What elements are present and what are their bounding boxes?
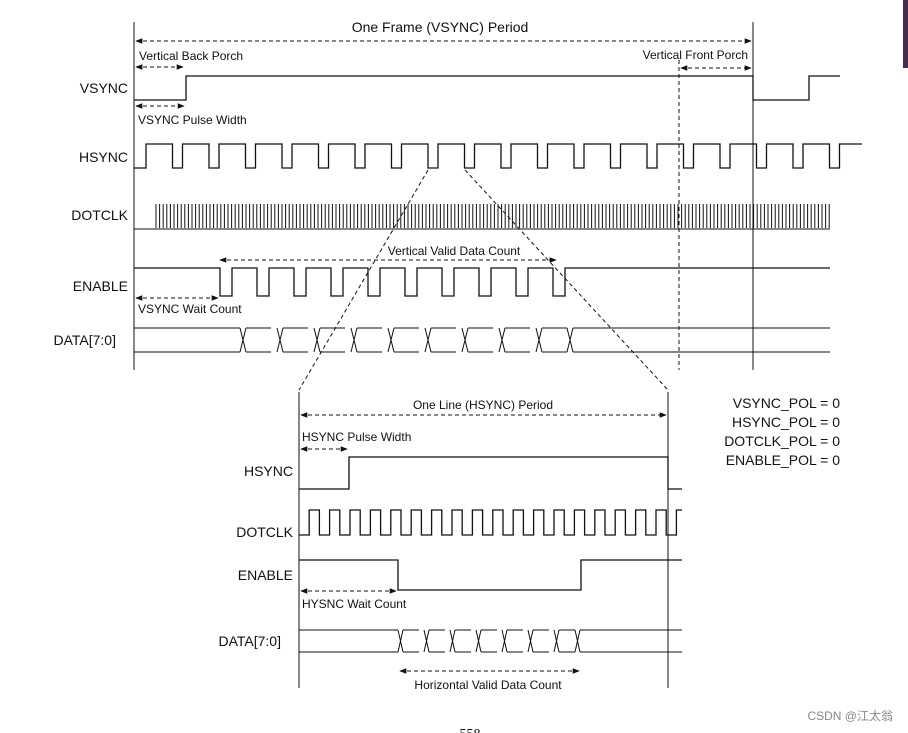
front-porch-label: Vertical Front Porch [643, 48, 748, 62]
data-signal-label: DATA[7:0] [53, 332, 116, 348]
hsync-waveform [134, 143, 862, 169]
line-period-label: One Line (HSYNC) Period [413, 398, 553, 412]
enable-waveform [134, 267, 830, 297]
zoom-line-left [298, 169, 429, 391]
vsync-pulse-width-label: VSYNC Pulse Width [138, 113, 247, 127]
vsync-wait-label: VSYNC Wait Count [138, 302, 242, 316]
polarity-vsync: VSYNC_POL = 0 [733, 395, 840, 411]
corner-accent [903, 0, 908, 68]
zoom-line-right [464, 169, 669, 391]
dotclk-waveform [134, 204, 830, 230]
polarity-hsync: HSYNC_POL = 0 [732, 414, 840, 430]
data-bus-waveform [134, 327, 830, 353]
vsync-signal-label: VSYNC [80, 80, 128, 96]
polarity-dotclk: DOTCLK_POL = 0 [724, 433, 840, 449]
hsync-line-waveform [299, 456, 682, 490]
enable-signal-label: ENABLE [73, 278, 128, 294]
enable-line-signal-label: ENABLE [238, 567, 293, 583]
hsync-wait-label: HYSNC Wait Count [302, 597, 407, 611]
data-line-bus-waveform [299, 629, 682, 653]
hsync-line-signal-label: HSYNC [244, 463, 293, 479]
polarity-settings: VSYNC_POL = 0 HSYNC_POL = 0 DOTCLK_POL =… [724, 395, 840, 468]
hsync-signal-label: HSYNC [79, 149, 128, 165]
frame-period-label: One Frame (VSYNC) Period [352, 19, 529, 35]
watermark: CSDN @江太翁 [807, 708, 893, 723]
data-line-signal-label: DATA[7:0] [218, 633, 281, 649]
vsync-waveform [134, 75, 840, 101]
dotclk-line-waveform [299, 509, 682, 536]
polarity-enable: ENABLE_POL = 0 [726, 452, 840, 468]
horizontal-valid-label: Horizontal Valid Data Count [414, 678, 562, 692]
dotclk-line-signal-label: DOTCLK [236, 524, 293, 540]
enable-line-waveform [299, 559, 682, 591]
back-porch-label: Vertical Back Porch [139, 49, 243, 63]
dotclk-signal-label: DOTCLK [71, 207, 128, 223]
vertical-valid-label: Vertical Valid Data Count [388, 244, 521, 258]
hsync-pulse-width-label: HSYNC Pulse Width [302, 430, 411, 444]
page-number: 558 [460, 727, 481, 733]
